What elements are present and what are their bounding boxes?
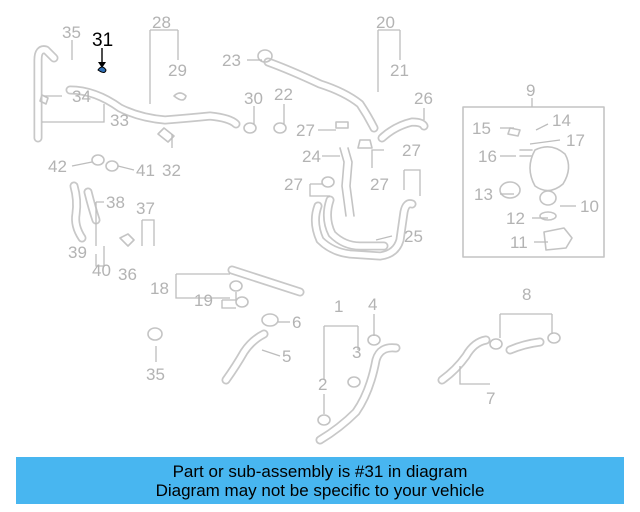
- label-41: 41: [136, 161, 155, 180]
- label-16: 16: [478, 147, 497, 166]
- label-33: 33: [110, 111, 129, 130]
- label-11: 11: [510, 233, 528, 252]
- label-1: 1: [334, 297, 343, 316]
- label-6: 6: [292, 313, 301, 332]
- label-4: 4: [368, 295, 377, 314]
- label-31: 31: [92, 30, 113, 51]
- label-35: 35: [62, 23, 81, 42]
- label-36: 36: [118, 265, 137, 284]
- label-12: 12: [506, 209, 525, 228]
- leader-lines: [42, 29, 576, 414]
- label-27-d: 27: [370, 175, 389, 194]
- label-27-b: 27: [402, 141, 421, 160]
- label-20: 20: [376, 13, 395, 32]
- banner-line-2: Diagram may not be specific to your vehi…: [155, 481, 485, 500]
- label-35-lower: 35: [146, 365, 165, 384]
- label-13: 13: [474, 185, 493, 204]
- label-9: 9: [526, 81, 535, 100]
- label-14: 14: [552, 111, 571, 130]
- part-labels: 35 31 28 29 23 20 21 34 33 30 22 26 9 14…: [48, 13, 599, 408]
- label-42: 42: [48, 157, 67, 176]
- label-23: 23: [222, 51, 241, 70]
- label-37: 37: [136, 199, 155, 218]
- label-34: 34: [72, 87, 91, 106]
- label-27-a: 27: [296, 121, 315, 140]
- label-39: 39: [68, 243, 87, 262]
- label-40: 40: [92, 261, 111, 280]
- label-22: 22: [274, 85, 293, 104]
- label-19: 19: [194, 291, 213, 310]
- label-38: 38: [106, 193, 125, 212]
- label-29: 29: [168, 61, 187, 80]
- label-32: 32: [162, 161, 181, 180]
- info-banner: Part or sub-assembly is #31 in diagram D…: [16, 457, 624, 504]
- highlighted-part-31: [97, 48, 107, 73]
- label-10: 10: [580, 197, 599, 216]
- label-17: 17: [566, 131, 585, 150]
- label-21: 21: [390, 61, 409, 80]
- label-26: 26: [414, 89, 433, 108]
- parts-diagram: 35 31 28 29 23 20 21 34 33 30 22 26 9 14…: [33, 13, 605, 445]
- label-8: 8: [522, 285, 531, 304]
- label-27-c: 27: [284, 175, 303, 194]
- label-18: 18: [150, 279, 169, 298]
- label-25: 25: [404, 227, 423, 246]
- label-5: 5: [282, 347, 291, 366]
- label-28: 28: [152, 13, 171, 32]
- label-30: 30: [244, 89, 263, 108]
- label-15: 15: [472, 119, 491, 138]
- banner-line-1: Part or sub-assembly is #31 in diagram: [172, 462, 468, 481]
- label-7: 7: [486, 389, 495, 408]
- label-3: 3: [352, 343, 361, 362]
- label-2: 2: [318, 375, 327, 394]
- label-24: 24: [302, 147, 321, 166]
- part-drawings: [33, 45, 605, 445]
